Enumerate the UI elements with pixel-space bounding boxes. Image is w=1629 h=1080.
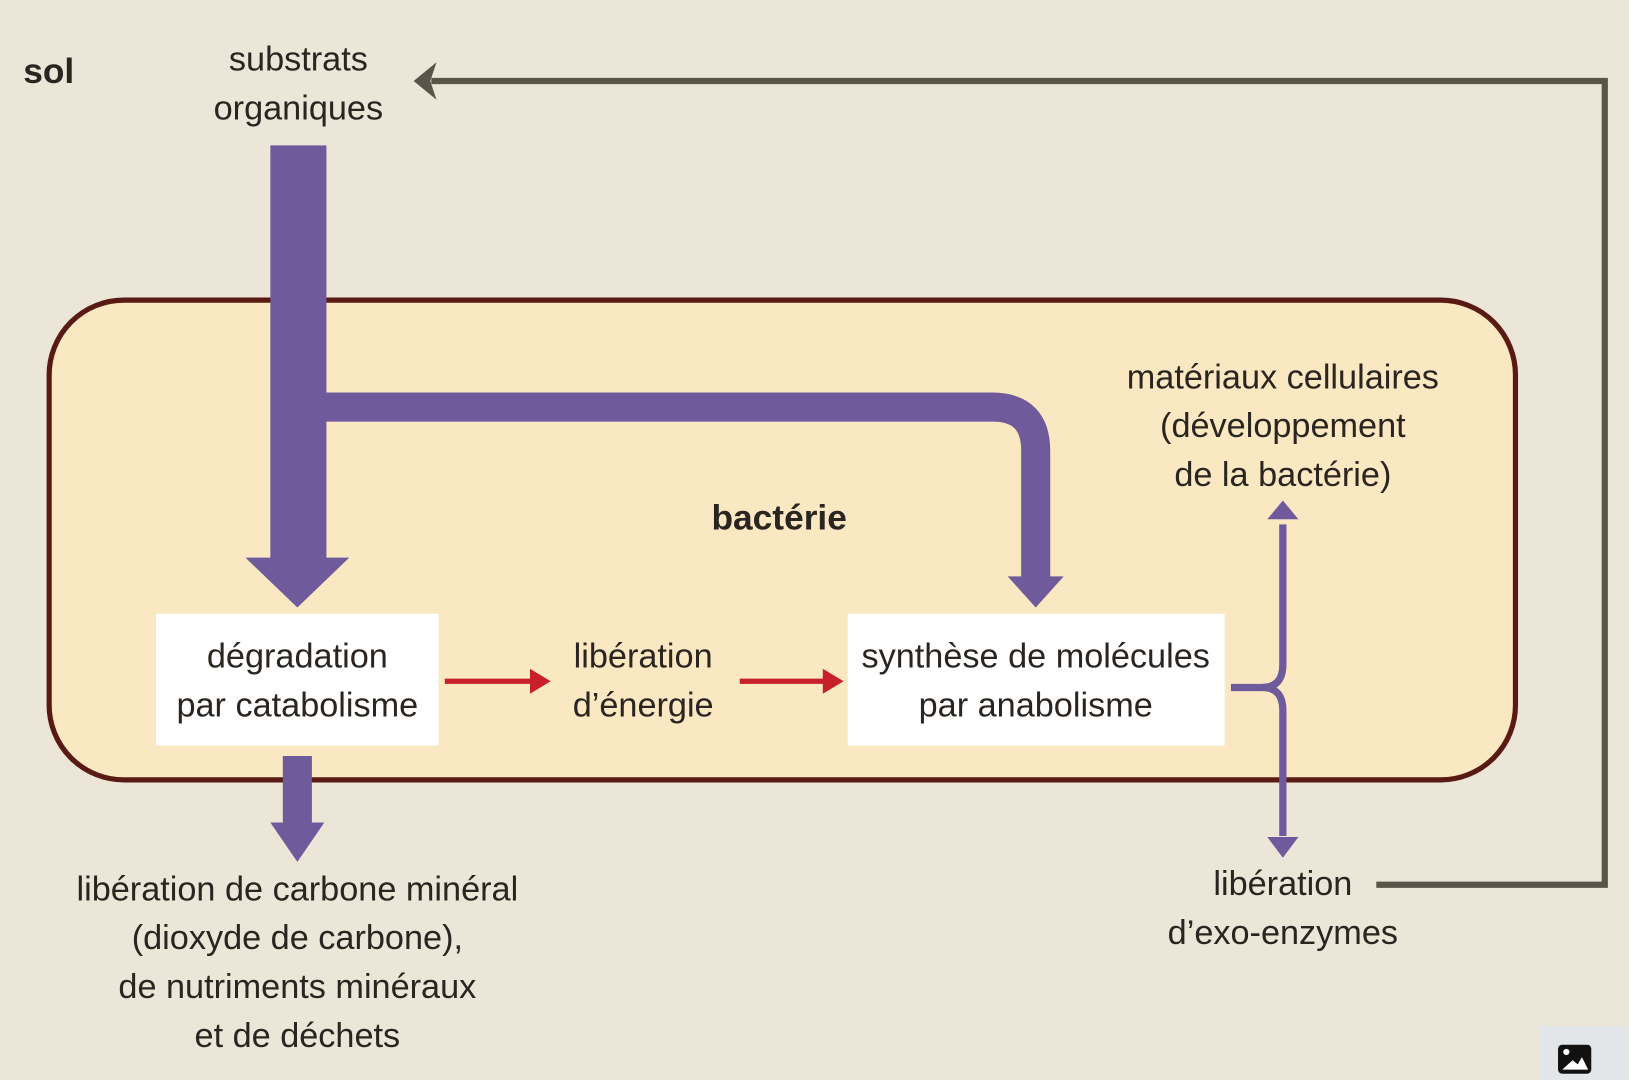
mineral-release-line1: libération de carbone minéral — [76, 870, 518, 908]
energy-line2: d’énergie — [573, 687, 714, 725]
catabolism-to-energy-arrow — [444, 668, 551, 694]
mineral-release-line4: et de déchets — [195, 1017, 401, 1055]
substrate-to-synthesis-arrow — [324, 392, 1064, 608]
cell-materials-line3: de la bactérie) — [1174, 456, 1391, 494]
cell-materials-line1: matériaux cellulaires — [1127, 358, 1439, 396]
mineral-release-line2: (dioxyde de carbone), — [132, 919, 463, 957]
mineral-release-arrow — [270, 756, 325, 862]
cell-materials-line2: (développement — [1160, 407, 1406, 445]
image-icon — [1558, 1044, 1592, 1074]
exoenzymes-line1: libération — [1213, 865, 1352, 903]
substrates-label-line1: substrats — [229, 41, 368, 79]
bacterium-label: bactérie — [711, 499, 846, 538]
catabolism-box — [156, 613, 439, 746]
anabolism-line2: par anabolisme — [919, 687, 1153, 725]
substrates-label-line2: organiques — [214, 89, 383, 127]
anabolism-outputs-brace — [1230, 500, 1299, 858]
energy-line1: libération — [574, 638, 713, 676]
energy-to-anabolism-arrow — [739, 668, 844, 694]
anabolism-line1: synthèse de molécules — [861, 638, 1209, 676]
image-button[interactable] — [1539, 1026, 1629, 1080]
catabolism-line1: dégradation — [207, 638, 388, 676]
exoenzyme-feedback-arrow — [413, 62, 1608, 888]
catabolism-line2: par catabolisme — [176, 687, 418, 725]
anabolism-box — [847, 613, 1225, 746]
soil-label: sol — [23, 52, 74, 91]
exoenzymes-line2: d’exo-enzymes — [1168, 914, 1398, 952]
mineral-release-line3: de nutriments minéraux — [118, 968, 476, 1006]
substrate-flow-arrow — [245, 145, 350, 608]
